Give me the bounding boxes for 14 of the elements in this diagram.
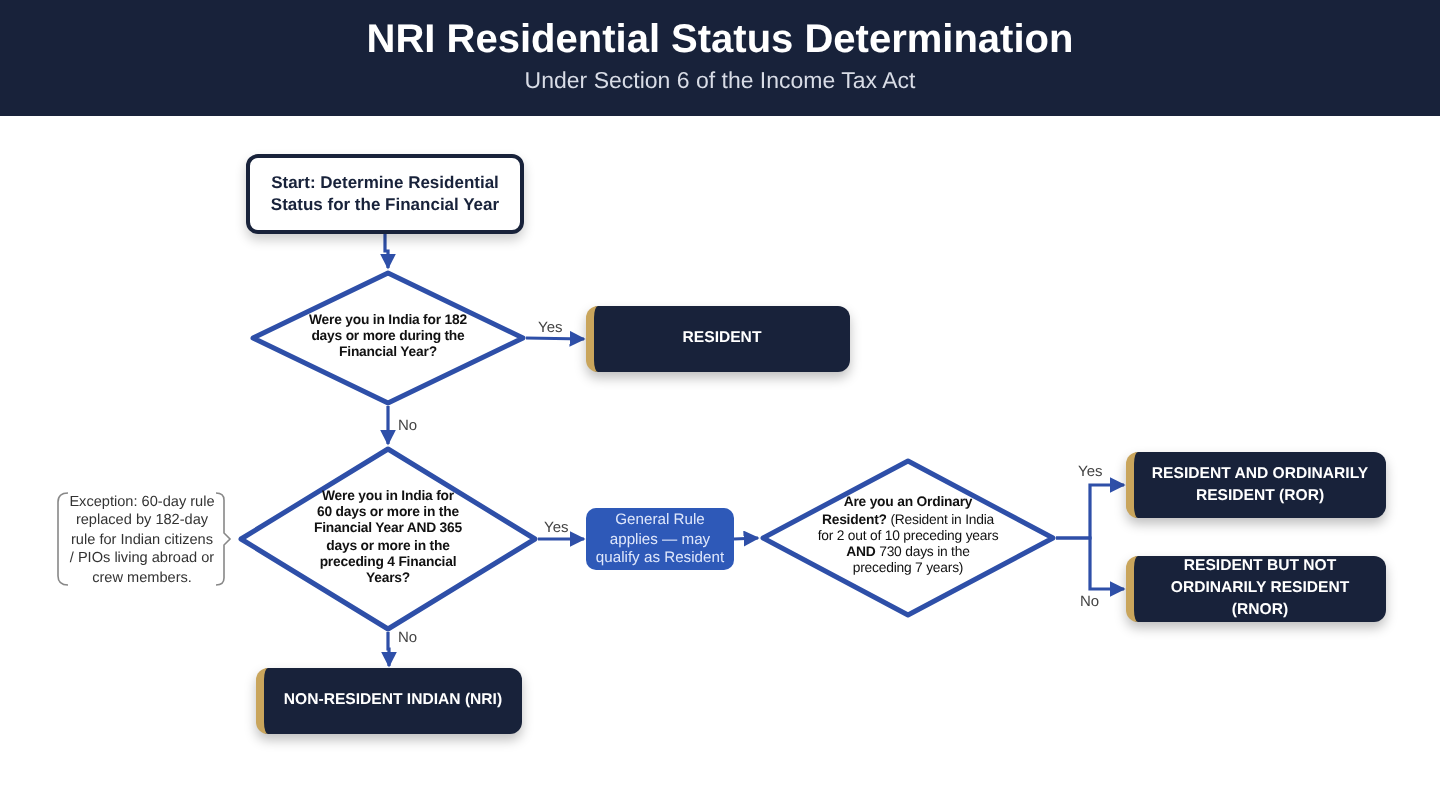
arrow [1056, 536, 1126, 597]
decision-diamond [238, 446, 538, 632]
arrow [381, 632, 397, 668]
arrow [538, 531, 586, 547]
arrow [380, 234, 396, 270]
exception-note [56, 492, 228, 586]
title: NRI Residential Status Determination [364, 18, 1076, 64]
arrow [733, 530, 760, 547]
start-box: Start: Determine Residential Status for the Financial Year [246, 154, 524, 234]
subtitle: Under Section 6 of the Income Tax Act [522, 70, 918, 94]
decision-diamond [250, 270, 526, 406]
decision-diamond [760, 458, 1056, 618]
arrow [380, 406, 396, 446]
arrow [525, 330, 586, 347]
